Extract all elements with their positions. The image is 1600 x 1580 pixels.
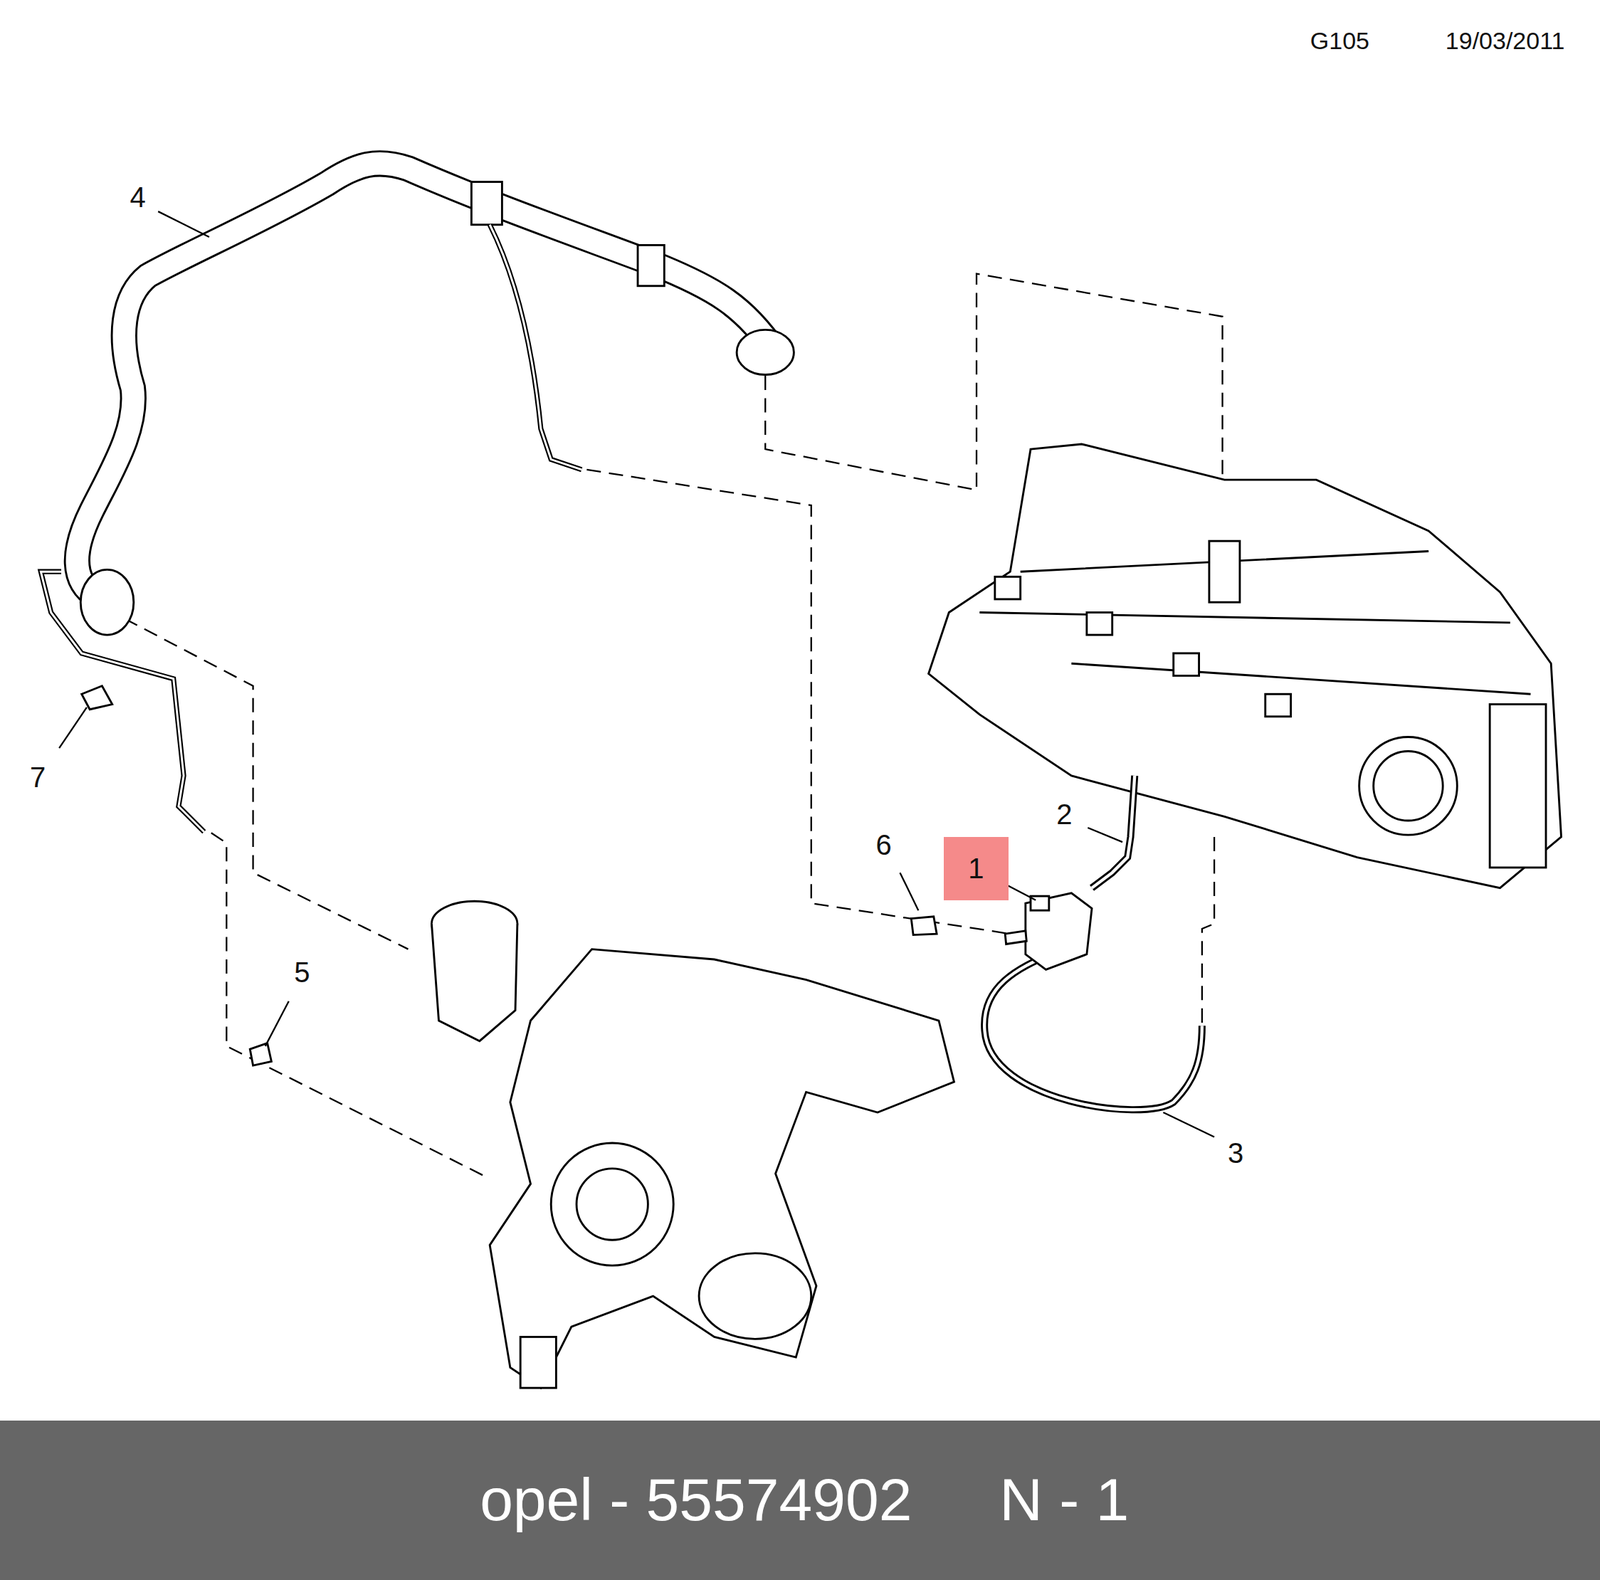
footer-band: opel - 55574902 N - 1 [0,1420,1600,1580]
leader-lines [59,211,1215,1137]
header-text: 19/03/2011 [1445,28,1566,53]
callout-number: 7 [29,762,46,792]
intake-manifold [928,444,1562,889]
turbocharger [431,901,954,1388]
solenoid-valve [1004,893,1092,971]
callout-number: 4 [129,182,146,212]
header-text: G105 [1310,28,1370,53]
footer-text: N - 1 [999,1469,1129,1530]
highlight-callout: 1 [943,837,1009,901]
hose-4 [40,163,937,1066]
callout-number: 5 [293,958,310,987]
callout-number: 1 [967,854,984,883]
hoses-2-3 [984,775,1203,1110]
callout-number: 2 [1056,800,1072,829]
callout-number: 3 [1227,1138,1244,1168]
footer-text: opel - 55574902 [479,1469,912,1530]
callout-number: 6 [875,830,892,860]
